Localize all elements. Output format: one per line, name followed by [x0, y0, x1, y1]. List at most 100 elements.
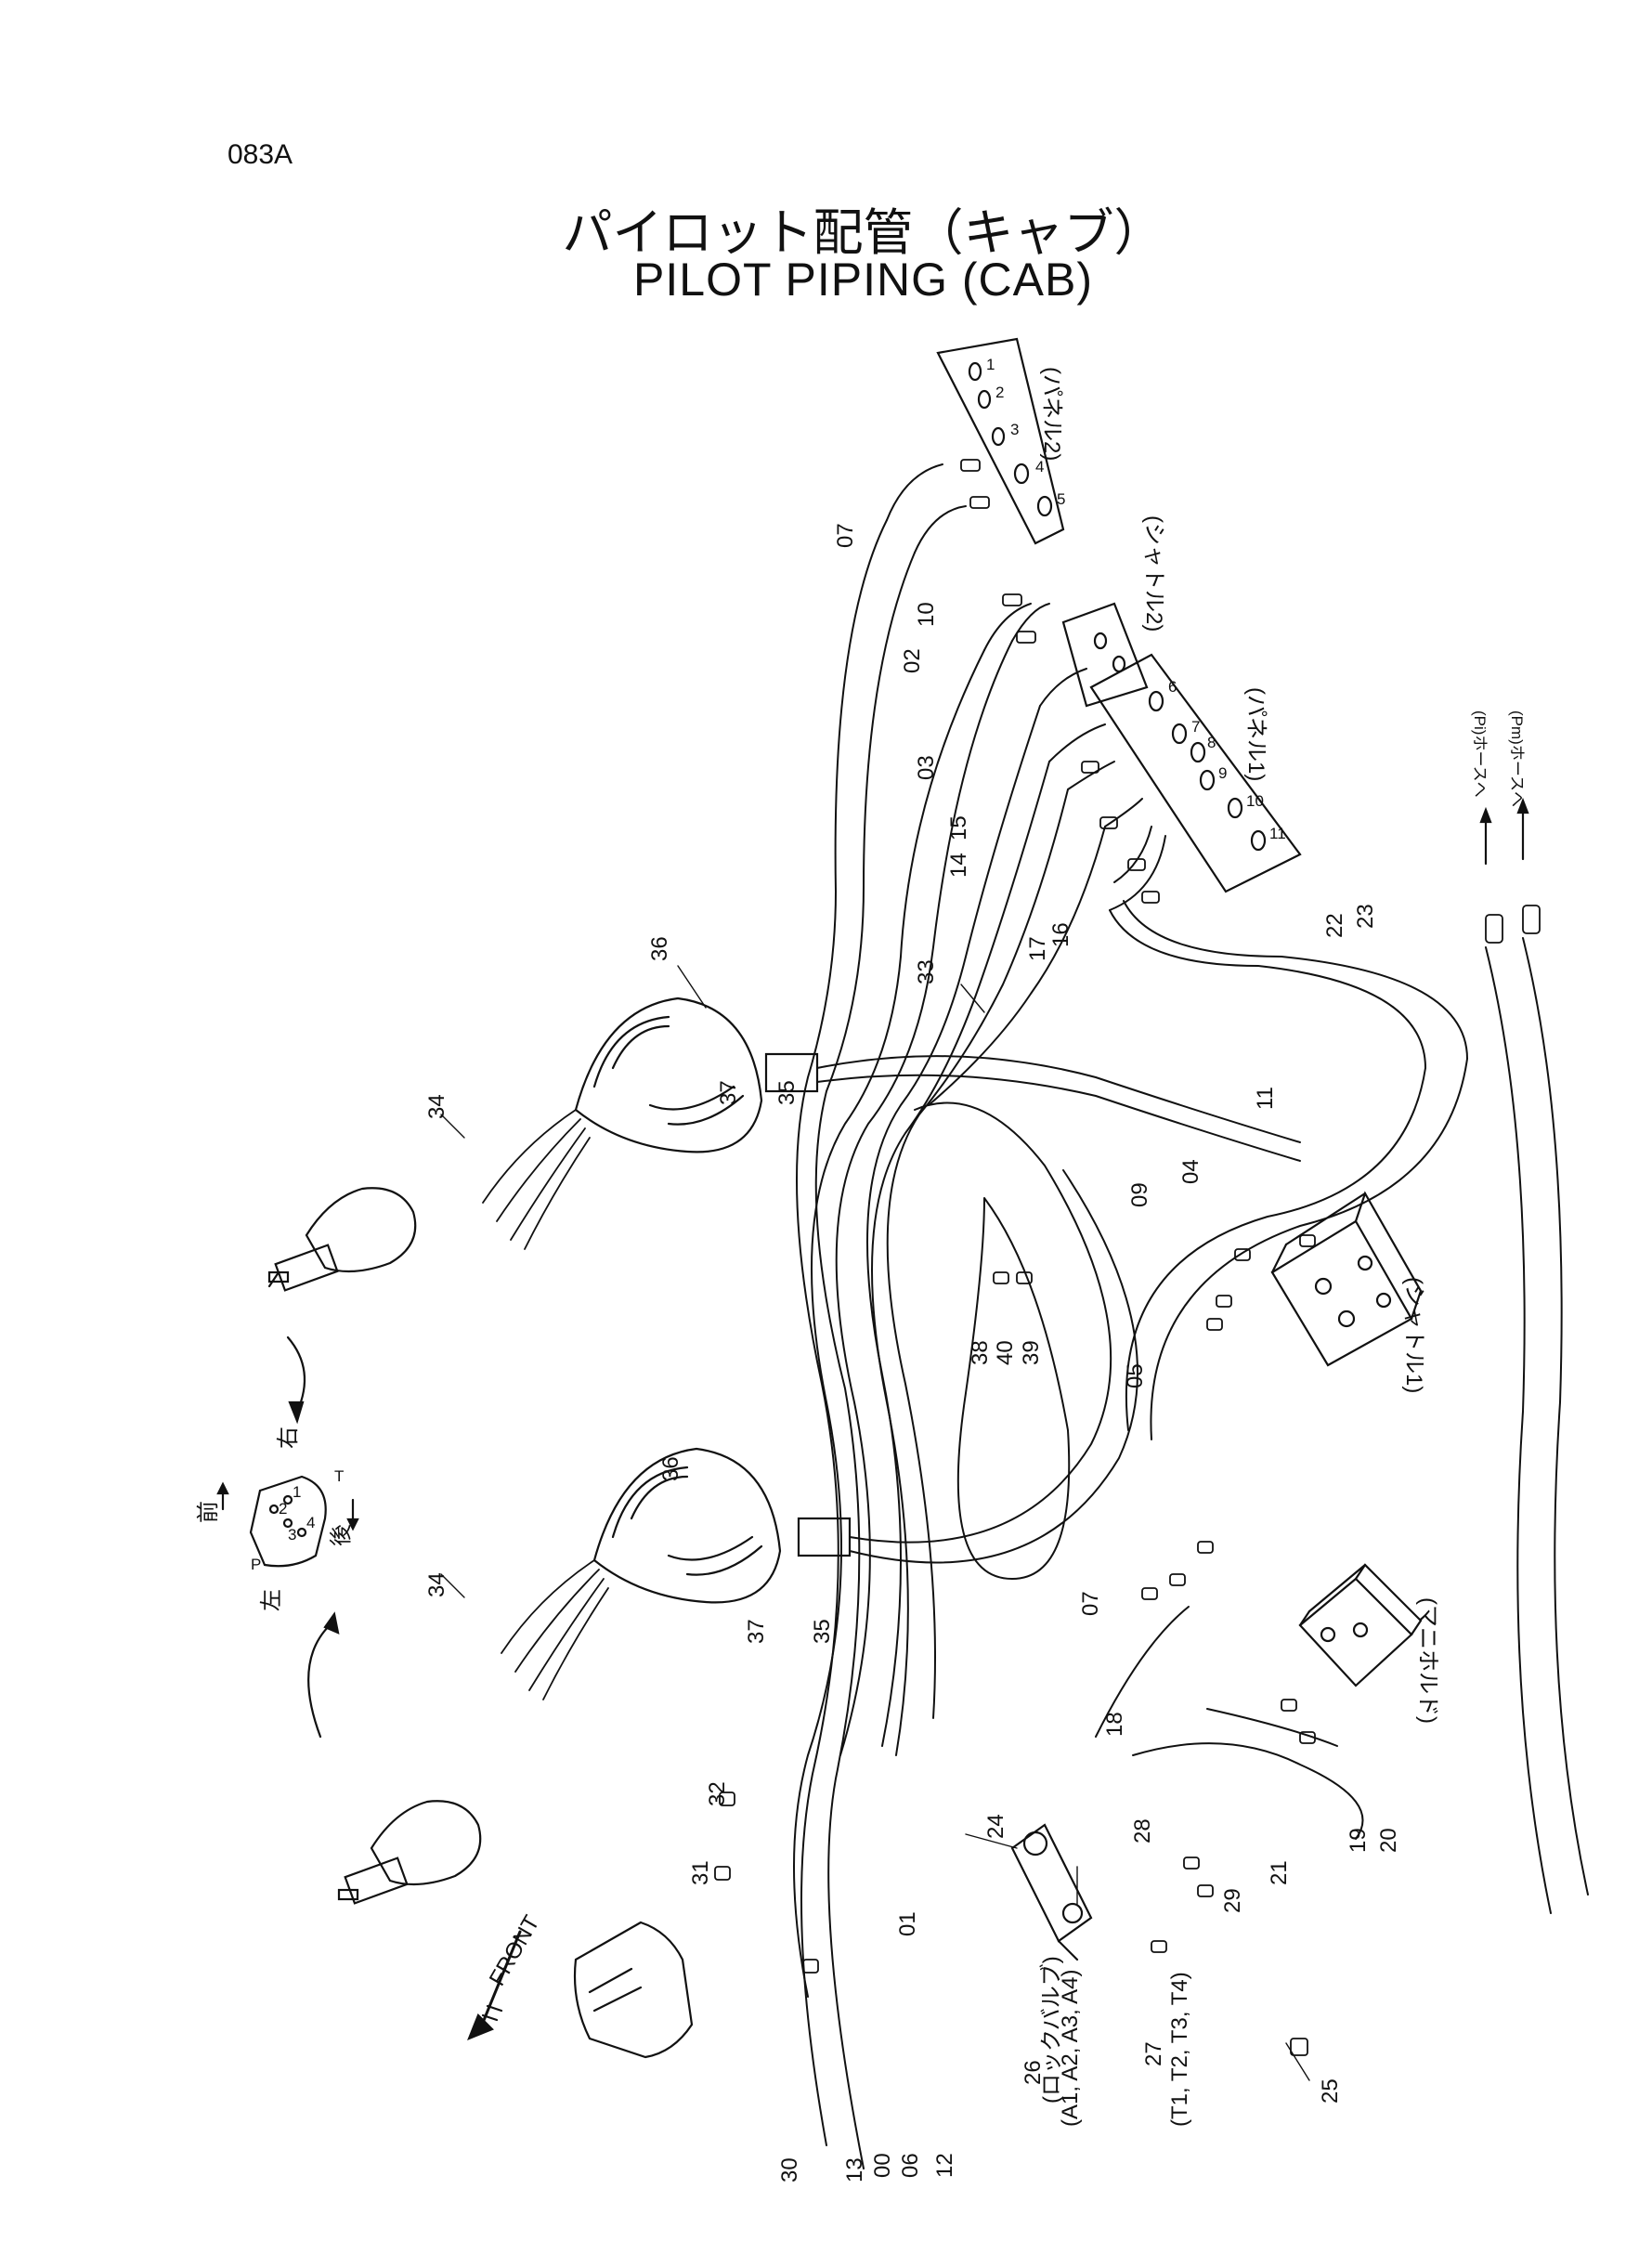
- fittings: [714, 459, 1541, 2056]
- callout-36-lower: 36: [658, 1456, 683, 1481]
- panel-port-numbers: 1 2 3 4 5 6 7 8 9 10 11: [986, 356, 1286, 842]
- shuttle-2: [1061, 602, 1149, 708]
- front-arrow: [467, 1930, 522, 2040]
- hoses-to-panel-2: [886, 463, 1166, 911]
- callout-14: 14: [946, 853, 971, 878]
- rotation-arrow-lower: [307, 1623, 332, 1739]
- callout-35-upper: 35: [774, 1080, 800, 1105]
- callout-04: 04: [1178, 1159, 1203, 1184]
- callout-29: 29: [1220, 1888, 1245, 1913]
- loop-hose: [956, 1197, 1071, 1581]
- lock-valve: [1010, 1823, 1093, 1961]
- callout-labels: 07 10 02 03 15 14 16 17 33 22 23 36 34 3…: [424, 523, 1401, 2182]
- callout-07: 07: [1078, 1591, 1103, 1616]
- callout-26: 26: [1021, 2060, 1046, 2085]
- callout-39: 39: [1019, 1340, 1044, 1365]
- legend-port-2: 2: [279, 1500, 287, 1518]
- protector-coil-lower: [592, 1447, 782, 1604]
- label-panel-2: (パネル2): [1039, 367, 1064, 461]
- label-pm-hose: (Pm)ホースへ: [1508, 710, 1526, 807]
- callout-31: 31: [688, 1860, 713, 1885]
- callout-34-upper: 34: [424, 1094, 449, 1119]
- callout-08: 07: [833, 523, 858, 548]
- legend-left: 左: [259, 1589, 284, 1611]
- panel1-port-11: 11: [1269, 825, 1286, 842]
- callout-11: 11: [1253, 1087, 1278, 1110]
- callout-23: 23: [1353, 904, 1378, 929]
- label-shuttle-2: (シャトル2): [1141, 515, 1166, 632]
- legend-front: 前: [196, 1501, 221, 1523]
- callout-33: 33: [914, 959, 939, 984]
- label-pi-hose: (Pi)ホースへ: [1471, 710, 1489, 798]
- panel1-port-8: 8: [1207, 734, 1216, 751]
- front-label: FRONT: [485, 1911, 545, 1990]
- callout-00: 00: [870, 2153, 895, 2178]
- callout-06: 06: [898, 2153, 923, 2178]
- callout-37-upper: 37: [716, 1080, 741, 1105]
- panel1-port-10: 10: [1246, 792, 1264, 810]
- callout-22: 22: [1322, 913, 1347, 938]
- callout-19: 19: [1346, 1828, 1371, 1853]
- title-english: PILOT PIPING (CAB): [633, 254, 1093, 306]
- callout-20: 20: [1376, 1828, 1401, 1853]
- hose-bundle: [793, 519, 1589, 2169]
- panel2-port-3: 3: [1010, 421, 1019, 438]
- callout-35-lower: 35: [810, 1619, 835, 1644]
- legend-port-1: 1: [293, 1483, 301, 1501]
- leader-lines: [440, 965, 1310, 2081]
- page-code: 083A: [228, 139, 293, 170]
- callout-24: 24: [983, 1814, 1008, 1839]
- panel-2: [936, 337, 1065, 545]
- callout-10: 10: [914, 602, 939, 627]
- panel1-port-7: 7: [1191, 718, 1200, 736]
- callout-01: 01: [895, 1911, 920, 1936]
- callout-21: 21: [1267, 1860, 1292, 1885]
- panel2-port-2: 2: [995, 384, 1004, 401]
- clamp-35-upper: [764, 1052, 819, 1093]
- hose-arrows: [1479, 797, 1529, 866]
- panel2-port-1: 1: [986, 356, 995, 373]
- panel1-port-6: 6: [1168, 678, 1177, 696]
- left-pilot-valve-upper: [267, 1187, 417, 1292]
- callout-02: 02: [900, 648, 925, 673]
- callout-34-lower: 34: [424, 1572, 449, 1597]
- direction-legend: 前 後 左 右 P T 1 2 3 4: [196, 1427, 354, 1611]
- callout-15: 15: [946, 815, 971, 840]
- panel-1: [1089, 653, 1302, 893]
- legend-port-t: T: [334, 1467, 344, 1485]
- label-t-ports: (T1, T2, T3, T4): [1167, 1972, 1192, 2127]
- component-labels: (パネル2) (シャトル2) (パネル1) (シャトル1) (マニホルド) (P…: [1039, 367, 1526, 2127]
- callout-30: 30: [777, 2157, 802, 2182]
- manifold: [1298, 1563, 1423, 1687]
- protector-coil-upper: [574, 997, 763, 1153]
- label-manifold: (マニホルド): [1415, 1597, 1440, 1724]
- callout-27: 27: [1141, 2041, 1166, 2066]
- panel2-port-5: 5: [1057, 490, 1065, 508]
- callout-40: 40: [993, 1340, 1018, 1365]
- callout-05: 05: [1123, 1363, 1148, 1388]
- callout-13: 13: [842, 2157, 867, 2182]
- callout-18: 18: [1102, 1712, 1127, 1737]
- legend-right: 右: [276, 1427, 301, 1449]
- callout-25: 25: [1318, 2078, 1343, 2104]
- callout-16: 16: [1048, 922, 1073, 947]
- label-lock-valve: (ロックバルブ): [1039, 1956, 1064, 2104]
- callout-28: 28: [1130, 1818, 1155, 1844]
- callout-17: 17: [1025, 936, 1050, 961]
- panel2-port-4: 4: [1035, 458, 1044, 476]
- left-valve-hose-fans: [482, 1109, 609, 1700]
- travel-pilot-valve: [573, 1921, 694, 2059]
- callout-09: 09: [1127, 1182, 1152, 1207]
- label-panel-1: (パネル1): [1243, 687, 1268, 781]
- callout-36-upper: 36: [647, 936, 672, 961]
- callout-32: 32: [705, 1781, 730, 1806]
- legend-port-p: P: [251, 1556, 261, 1573]
- panel1-port-9: 9: [1218, 764, 1227, 782]
- left-pilot-valve-lower: [337, 1800, 482, 1905]
- port-diagram: [216, 1475, 359, 1568]
- callout-38: 38: [968, 1340, 993, 1365]
- label-shuttle-1: (シャトル1): [1401, 1277, 1426, 1393]
- callout-12: 12: [932, 2153, 957, 2178]
- label-lock-valve-ports: (A1, A2, A3, A4): [1058, 1970, 1083, 2127]
